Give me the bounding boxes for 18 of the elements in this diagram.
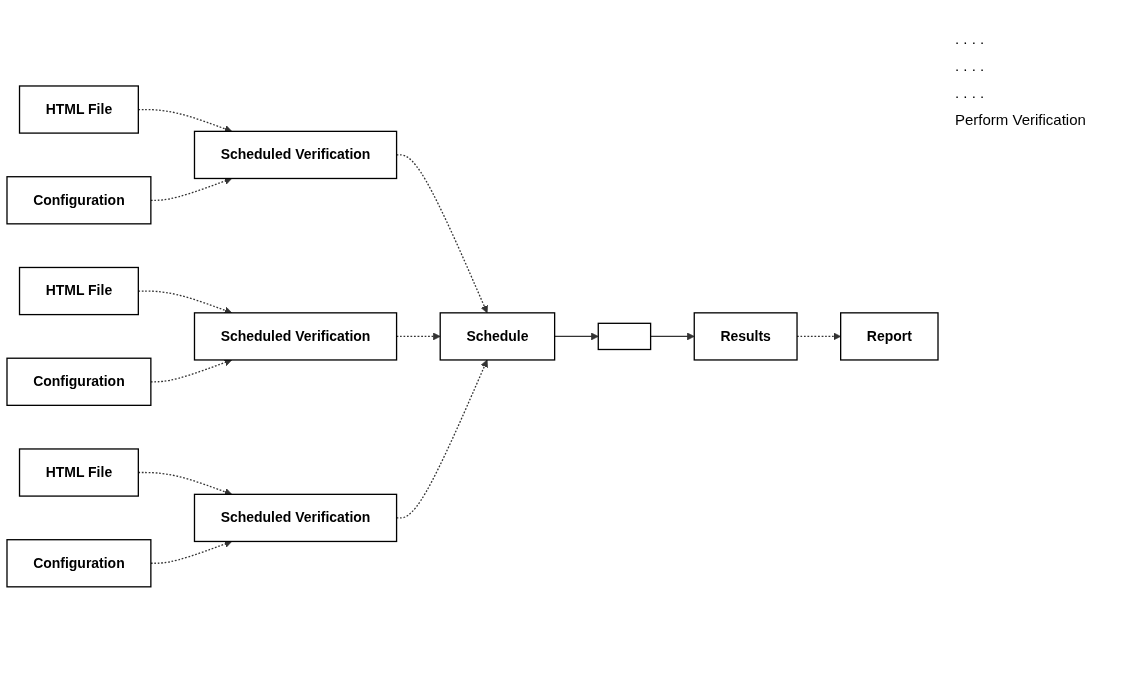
node-box: Results [693,312,798,361]
node-box: HTML File [18,266,139,316]
node-box: Scheduled Verification [193,493,398,543]
node-box: Report [840,312,939,361]
node-box: Configuration [6,357,152,407]
note-label: . . . . [955,30,986,47]
node-box: HTML File [18,448,139,497]
node-box: Scheduled Verification [193,130,398,180]
node-box: Schedule [439,312,556,361]
note-label: Perform Verification [955,111,1087,128]
node-box [597,322,652,351]
node-box: Configuration [6,539,152,588]
node-box: HTML File [18,85,139,134]
node-box: Scheduled Verification [193,312,398,361]
note-label: . . . . [955,57,986,74]
node-box: Configuration [6,176,152,225]
arrow [554,332,599,341]
note-label: . . . . [955,84,986,101]
